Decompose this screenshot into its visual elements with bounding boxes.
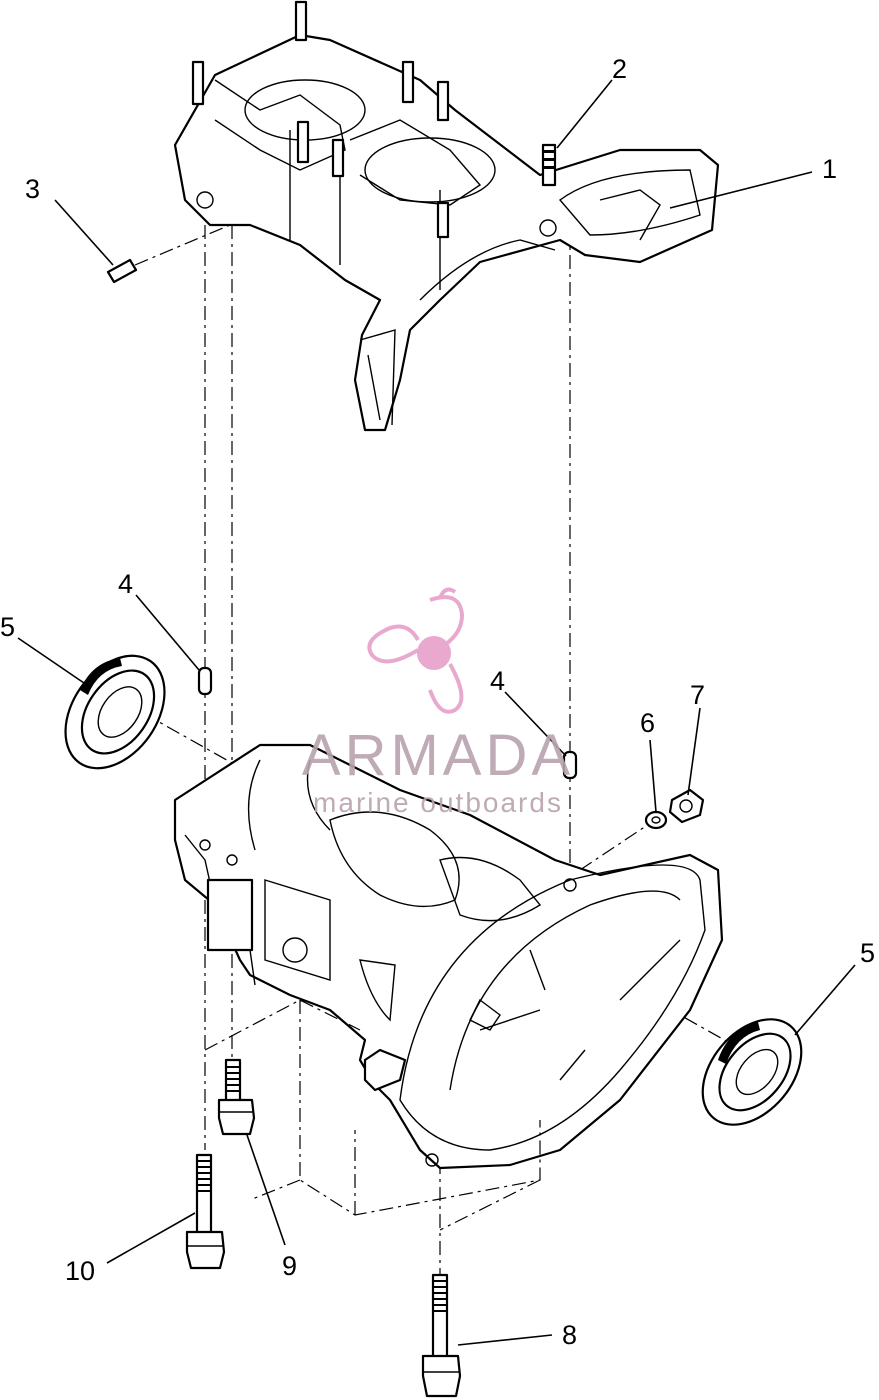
armada-watermark: ARMADA marine outboards	[302, 587, 574, 818]
bolt-part-10	[185, 1153, 226, 1270]
callout-4-right: 4	[490, 666, 505, 696]
propeller-logo-icon	[367, 587, 465, 714]
washer-part-6	[644, 810, 668, 830]
bolt-part-8	[421, 1273, 462, 1398]
callout-5-right: 5	[860, 938, 875, 968]
callout-10: 10	[65, 1256, 95, 1286]
crankcase-upper-half	[173, 0, 720, 432]
callout-9: 9	[282, 1251, 297, 1281]
plug-part-7	[668, 788, 705, 824]
callout-6: 6	[640, 708, 655, 738]
leader-lines	[17, 79, 856, 1346]
propeller-hub-icon	[417, 636, 451, 670]
crankcase-lower-half	[173, 743, 724, 1170]
callout-7: 7	[690, 680, 705, 710]
dowel-pin-right	[562, 750, 578, 780]
dowel-pin-left	[197, 666, 213, 696]
callout-2: 2	[612, 54, 627, 84]
callout-5-left: 5	[0, 612, 15, 642]
stud-part-2	[541, 143, 557, 187]
callout-1: 1	[822, 154, 837, 184]
phantom-outline	[204, 999, 541, 1231]
watermark-tagline: marine outboards	[313, 787, 563, 818]
oil-seal-right	[701, 1018, 803, 1126]
callout-3: 3	[25, 174, 40, 204]
bolt-part-9	[217, 1058, 256, 1136]
callout-8: 8	[562, 1320, 577, 1350]
callout-4-left: 4	[118, 569, 133, 599]
oil-seal-left	[64, 654, 166, 770]
watermark-brand: ARMADA	[302, 723, 574, 788]
callout-labels: 1 2 3 4 4 5 5 6 7 8 9 10	[0, 54, 875, 1350]
pin-part-3	[106, 258, 138, 284]
